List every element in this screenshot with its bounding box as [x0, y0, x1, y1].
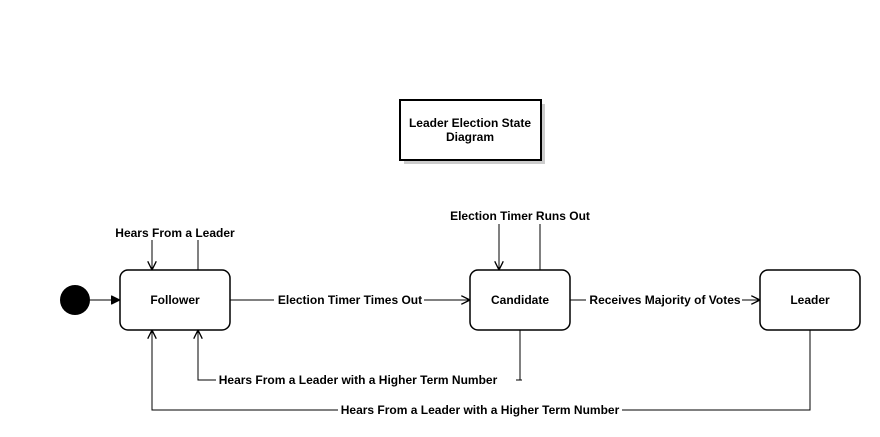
state-follower-label: Follower: [150, 293, 200, 307]
follower-to-candidate-label: Election Timer Times Out: [278, 293, 422, 307]
leader-to-follower-label: Hears From a Leader with a Higher Term N…: [341, 403, 620, 417]
leader-to-follower-transition: Hears From a Leader with a Higher Term N…: [152, 330, 811, 417]
title-line-1: Leader Election State: [409, 116, 531, 130]
candidate-to-leader-label: Receives Majority of Votes: [589, 293, 740, 307]
title-box: [399, 99, 542, 161]
candidate-to-follower-label: Hears From a Leader with a Higher Term N…: [219, 373, 498, 387]
candidate-self-loop: Election Timer Runs Out: [450, 209, 590, 270]
initial-state-dot: [60, 285, 90, 315]
leader-to-follower-arrow: [152, 331, 338, 411]
leader-to-follower-line-a: [622, 330, 811, 411]
state-follower-box[interactable]: [119, 269, 231, 331]
state-leader-label: Leader: [790, 293, 830, 307]
candidate-to-follower-transition: Hears From a Leader with a Higher Term N…: [198, 330, 522, 387]
candidate-to-follower-line-a: [519, 330, 522, 381]
state-follower[interactable]: Follower: [119, 269, 231, 331]
follower-self-loop: Hears From a Leader: [115, 226, 235, 270]
state-leader[interactable]: Leader: [759, 269, 861, 331]
state-candidate-label: Candidate: [491, 293, 549, 307]
diagram-title: Leader Election State Diagram: [399, 99, 545, 164]
title-line-2: Diagram: [446, 130, 494, 144]
state-candidate-box[interactable]: [469, 269, 571, 331]
candidate-self-label: Election Timer Runs Out: [450, 209, 590, 223]
candidate-to-leader-transition: Receives Majority of Votes: [570, 293, 759, 307]
candidate-to-follower-arrow: [198, 331, 216, 381]
state-candidate[interactable]: Candidate: [469, 269, 571, 331]
follower-self-label: Hears From a Leader: [115, 226, 235, 240]
follower-to-candidate-transition: Election Timer Times Out: [230, 293, 469, 307]
state-leader-box[interactable]: [759, 269, 861, 331]
